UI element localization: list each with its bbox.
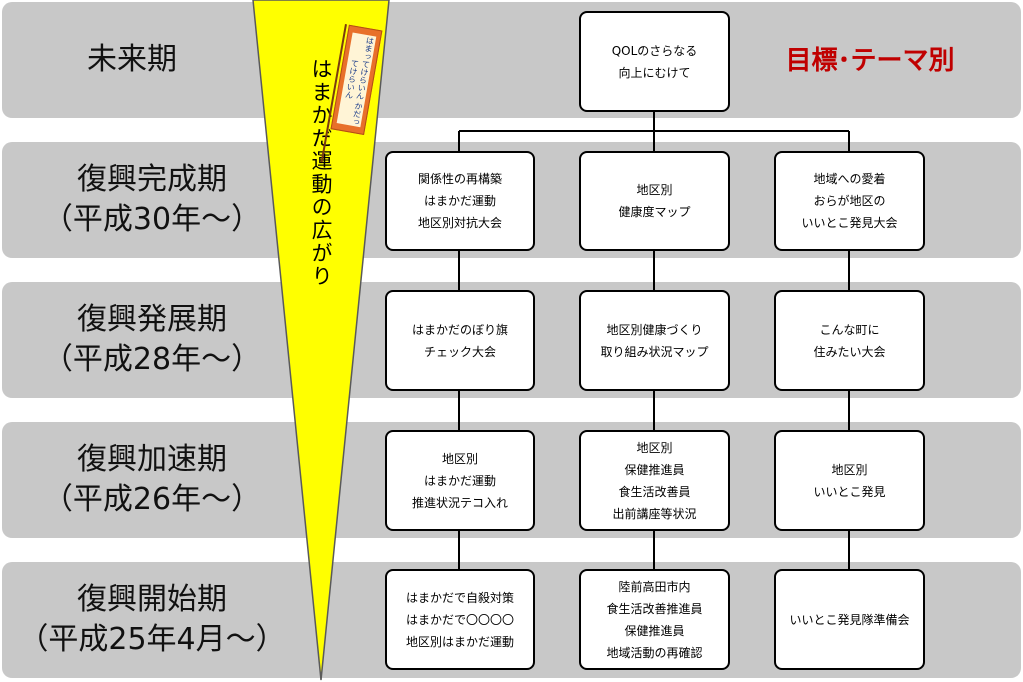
box-line: はまかだで自殺対策	[405, 590, 514, 605]
box-line: 保健推進員	[624, 623, 685, 638]
box-line: はまかだ運動	[423, 194, 496, 208]
box-col3-completion: 地域への愛着 おらが地区の いいとこ発見大会	[774, 151, 925, 251]
period-sub: （平成25年4月～）	[18, 622, 286, 657]
period-name: 復興加速期	[77, 442, 227, 477]
box-line: 住みたい大会	[813, 344, 886, 359]
box-line: 食生活改善推進員	[606, 601, 703, 616]
period-label-completion: 復興完成期 （平成30年～）	[2, 160, 302, 240]
box-line: QOLのさらなる	[611, 43, 698, 58]
period-name: 復興開始期	[77, 582, 227, 617]
period-label-start: 復興開始期 （平成25年4月～）	[2, 580, 302, 660]
box-col3-start: いいとこ発見隊準備会	[774, 569, 925, 670]
box-col2-acceleration: 地区別 保健推進員 食生活改善員 出前講座等状況	[579, 430, 730, 531]
period-sub: （平成30年～）	[42, 202, 262, 237]
box-line: いいとこ発見大会	[801, 216, 898, 230]
box-line: おらが地区の	[813, 194, 886, 208]
box-line: 地区別対抗大会	[417, 216, 502, 230]
box-col2-development: 地区別健康づくり 取り組み状況マップ	[579, 290, 730, 391]
box-col1-acceleration: 地区別 はまかだ運動 推進状況テコ入れ	[385, 430, 535, 531]
box-col3-acceleration: 地区別 いいとこ発見	[774, 430, 925, 531]
box-line: 健康度マップ	[618, 205, 691, 219]
box-line: 関係性の再構築	[417, 172, 502, 186]
box-line: はまかだのぼり旗	[411, 322, 508, 337]
box-line: 地区別健康づくり	[606, 322, 703, 337]
period-name: 復興発展期	[77, 302, 227, 337]
period-label-development: 復興発展期 （平成28年～）	[2, 300, 302, 380]
box-line: 陸前高田市内	[618, 579, 691, 594]
box-line: 地域への愛着	[813, 172, 886, 186]
box-line: 地域活動の再確認	[606, 645, 703, 660]
box-line: チェック大会	[423, 344, 496, 359]
box-line: 地区別はまかだ運動	[405, 634, 514, 649]
box-col1-completion: 関係性の再構築 はまかだ運動 地区別対抗大会	[385, 151, 535, 251]
box-line: はまかだで〇〇〇〇	[405, 612, 514, 627]
box-line: こんな町に	[819, 322, 880, 337]
box-col2-start: 陸前高田市内 食生活改善推進員 保健推進員 地域活動の再確認	[579, 569, 730, 670]
period-name: 未来期	[87, 42, 177, 77]
box-col2-completion: 地区別 健康度マップ	[579, 151, 730, 251]
period-name: 復興完成期	[77, 162, 227, 197]
period-label-acceleration: 復興加速期 （平成26年～）	[2, 440, 302, 520]
box-qol-goal: QOLのさらなる 向上にむけて	[579, 11, 730, 112]
box-line: 取り組み状況マップ	[600, 344, 709, 359]
box-line: 保健推進員	[624, 462, 685, 477]
period-label-future: 未来期	[2, 40, 262, 80]
box-line: はまかだ運動	[423, 473, 496, 488]
box-line: 食生活改善員	[618, 484, 691, 499]
box-col1-start: はまかだで自殺対策 はまかだで〇〇〇〇 地区別はまかだ運動	[385, 569, 535, 670]
period-sub: （平成28年～）	[42, 342, 262, 377]
box-line: いいとこ発見	[813, 484, 886, 499]
box-line: 地区別	[636, 440, 673, 455]
box-line: 推進状況テコ入れ	[411, 495, 508, 510]
box-line: いいとこ発見隊準備会	[789, 612, 910, 627]
box-line: 地区別	[831, 462, 868, 477]
movement-label: はまかだ運動の広がり	[309, 58, 333, 288]
theme-label: 目標･テーマ別	[785, 46, 955, 76]
period-sub: （平成26年～）	[42, 482, 262, 517]
box-line: 向上にむけて	[618, 65, 691, 80]
box-col3-development: こんな町に 住みたい大会	[774, 290, 925, 391]
band-future	[2, 2, 1021, 118]
box-line: 出前講座等状況	[612, 506, 697, 521]
box-line: 地区別	[636, 183, 673, 197]
box-col1-development: はまかだのぼり旗 チェック大会	[385, 290, 535, 391]
box-line: 地区別	[441, 451, 478, 466]
